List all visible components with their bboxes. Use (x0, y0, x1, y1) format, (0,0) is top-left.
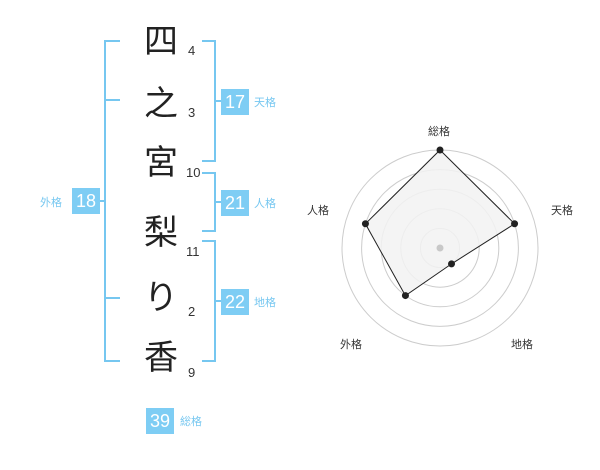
chikaku-connector (216, 300, 222, 302)
chikaku-label: 地格 (254, 296, 276, 309)
radar-point-1 (436, 146, 444, 154)
soukaku-badge: 39 (146, 408, 174, 434)
gaikaku-tick-2 (106, 297, 120, 299)
soukaku-label: 総格 (180, 415, 202, 428)
jinkaku-connector (216, 201, 222, 203)
tenkaku-badge: 17 (221, 89, 249, 115)
radar-label-tenkaku: 天格 (551, 204, 573, 217)
stroke-count-2: 3 (188, 105, 196, 120)
stroke-count-3: 10 (186, 165, 201, 180)
gaikaku-label: 外格 (40, 196, 62, 209)
name-char-3: 宮 (144, 143, 178, 183)
gaikaku-badge: 18 (72, 188, 100, 214)
tenkaku-bracket (202, 40, 216, 162)
jinkaku-badge: 21 (221, 190, 249, 216)
radar-label-jinkaku: 人格 (307, 204, 329, 217)
radar-point-2 (511, 220, 519, 228)
stroke-count-6: 9 (188, 365, 196, 380)
radar-point-4 (401, 292, 409, 300)
radar-center-dot (436, 244, 444, 252)
jinkaku-bracket (202, 172, 216, 232)
stroke-count-4: 11 (186, 244, 200, 259)
radar-label-soukaku: 総格 (428, 125, 450, 138)
tenkaku-connector (216, 100, 222, 102)
name-char-5: り (144, 278, 178, 318)
tenkaku-label: 天格 (254, 96, 276, 109)
name-char-2: 之 (144, 84, 178, 124)
stroke-count-1: 4 (188, 43, 196, 58)
radar-series-polygon (364, 149, 516, 297)
jinkaku-label: 人格 (254, 197, 276, 210)
chikaku-badge: 22 (221, 289, 249, 315)
radar-label-gaikaku: 外格 (340, 338, 362, 351)
radar-point-5 (361, 220, 369, 228)
chikaku-bracket (202, 240, 216, 362)
gaikaku-connector (98, 200, 106, 202)
name-char-1: 四 (144, 22, 178, 62)
stroke-count-5: 2 (188, 304, 196, 319)
gaikaku-tick-1 (106, 99, 120, 101)
radar-point-3 (448, 260, 456, 268)
name-char-6: 香 (144, 338, 178, 378)
name-char-4: 梨 (144, 213, 178, 253)
radar-label-chikaku: 地格 (511, 338, 533, 351)
